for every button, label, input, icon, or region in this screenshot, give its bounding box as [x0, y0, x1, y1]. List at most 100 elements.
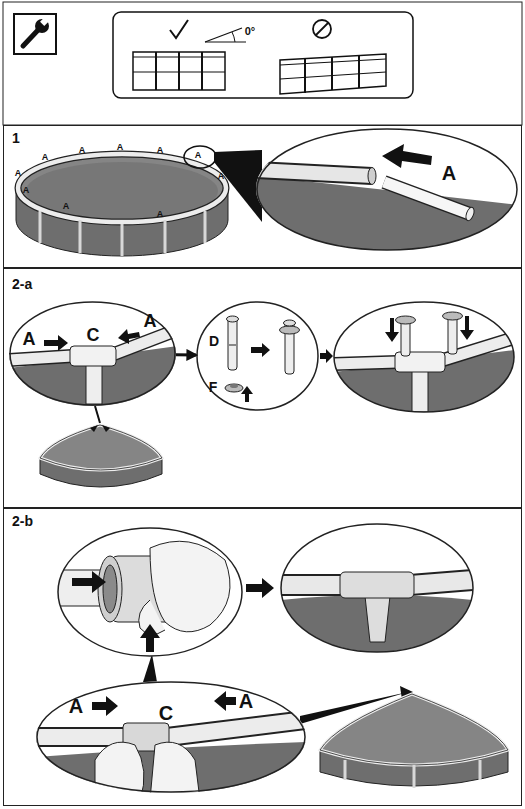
connector-detail — [9, 356, 72, 360]
pool-drawing — [344, 760, 347, 780]
connector-detail — [9, 300, 177, 410]
prohibited-pool-icon — [316, 23, 328, 35]
pool-drawing — [479, 760, 482, 780]
detail-circle: A — [256, 128, 518, 251]
pin-inserted-detail — [396, 316, 416, 324]
circle-outline — [197, 302, 318, 410]
detail-outline — [281, 524, 473, 652]
joined-connector-detail — [410, 580, 473, 585]
part-letter: A — [144, 312, 157, 330]
rail-insert-detail — [256, 170, 372, 176]
pool-drawing — [320, 694, 508, 765]
level-pool-icon — [170, 20, 188, 38]
connector-detail — [70, 346, 116, 366]
prohibited-pool-icon — [313, 20, 331, 38]
angle-symbol — [205, 28, 242, 42]
angle-symbol — [205, 28, 246, 42]
pool-drawing — [18, 154, 226, 222]
step-arrow — [246, 578, 274, 598]
joined-connector-detail — [281, 595, 473, 660]
wrench-icon — [14, 14, 56, 54]
connector-detail — [86, 364, 102, 404]
joined-connector-detail — [340, 572, 414, 598]
step-number: 2-a — [12, 277, 32, 291]
step-panel: 2-aACADF — [3, 268, 522, 508]
part-letter: A — [157, 146, 164, 155]
pool-drawing — [40, 425, 162, 487]
pin-inserted-detail — [385, 318, 399, 342]
pool-drawing — [40, 425, 162, 470]
pin-detail — [225, 384, 243, 392]
step-arrow — [246, 578, 274, 598]
wrench-icon — [40, 16, 50, 26]
hand-connector-detail — [98, 556, 122, 622]
hand-connector-detail — [56, 528, 242, 658]
pool-drawing — [121, 224, 124, 256]
pool-drawing — [320, 694, 508, 765]
pool-drawing — [79, 220, 82, 253]
rail-insert-detail — [256, 176, 518, 255]
pin-detail — [228, 318, 237, 370]
step-arrow — [320, 349, 333, 363]
connector-detail — [44, 335, 68, 351]
pool-drawing — [320, 694, 508, 788]
part-letter: D — [209, 334, 219, 348]
pin-detail — [227, 316, 239, 322]
pin-inserted-detail — [412, 370, 428, 412]
joined-connector-detail — [365, 596, 390, 642]
level-pool-icon — [133, 52, 225, 90]
pin-inserted-detail — [334, 362, 397, 364]
pin-detail — [284, 320, 296, 326]
pin-inserted-detail — [334, 362, 397, 364]
pool-drawing — [40, 406, 162, 487]
step-number: 2-b — [12, 514, 33, 528]
detail-outline — [334, 302, 514, 412]
rail-insert-detail — [368, 168, 376, 185]
joined-connector-detail — [281, 574, 345, 596]
hands-joining-detail — [36, 729, 125, 745]
pin-inserted-detail — [443, 312, 463, 320]
circle-outline — [257, 129, 517, 250]
joined-connector-detail — [410, 580, 473, 585]
hands-joining-detail — [167, 720, 306, 737]
pool-drawing — [413, 765, 416, 788]
part-letter: A — [117, 143, 124, 152]
detail-outline — [281, 524, 473, 652]
connector-detail — [114, 330, 177, 354]
pool-drawing — [102, 425, 110, 432]
part-letter: A — [195, 151, 202, 160]
hands-joining-detail — [167, 720, 306, 737]
pin-detail — [280, 326, 300, 334]
connector-detail — [118, 329, 140, 344]
pin-detail — [251, 343, 270, 357]
pool-drawing — [204, 211, 207, 243]
hands-joining-detail — [214, 691, 236, 711]
hand-connector-detail — [72, 571, 106, 593]
pool-drawing — [90, 425, 98, 432]
wrench-icon — [14, 14, 56, 54]
angle-symbol — [205, 41, 246, 42]
prohibited-pool-icon — [280, 54, 386, 94]
step-arrow — [176, 353, 196, 356]
pin-inserted-detail — [334, 300, 516, 420]
prohibited-pool-icon — [331, 57, 333, 90]
level-pool-icon — [178, 52, 180, 90]
part-letter: A — [23, 330, 36, 348]
rail-insert-detail — [384, 182, 470, 214]
pool-drawing — [39, 211, 42, 243]
circle-outline — [37, 682, 305, 792]
part-letter: A — [442, 163, 456, 183]
part-letter: A — [239, 691, 253, 711]
pin-detail — [241, 386, 253, 402]
pool-drawing — [95, 406, 100, 423]
rail-insert-detail — [384, 182, 470, 214]
level-pool-icon — [155, 52, 157, 90]
hands-joining-detail — [92, 696, 118, 716]
detail-outline — [334, 302, 514, 412]
pin-detail — [197, 301, 318, 409]
zoom-pointer — [184, 146, 216, 168]
joined-connector-detail — [281, 576, 345, 594]
step-number: 1 — [12, 131, 20, 145]
